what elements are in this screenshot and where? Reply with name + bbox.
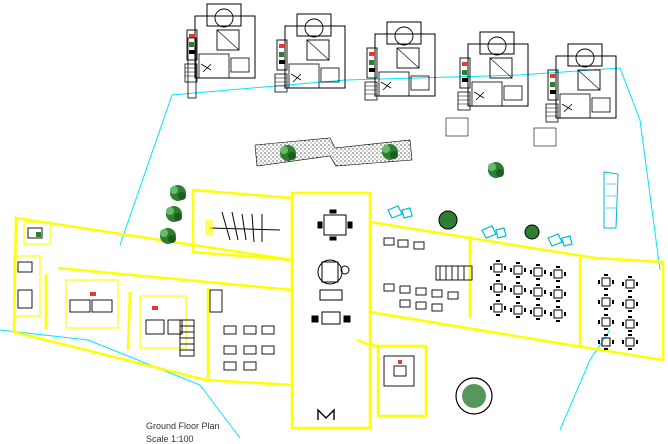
drawing-title: Ground Floor Plan [146, 421, 220, 431]
villa-units [184, 3, 617, 147]
lobby-furniture [311, 209, 353, 420]
site-boundary [0, 67, 661, 439]
cafe-seating-rows [383, 237, 473, 387]
left-wing-furniture [17, 227, 275, 371]
pool-loungers [387, 171, 619, 247]
drawing-scale: Scale 1:100 [146, 434, 194, 444]
landscaped-paving-strip [254, 137, 413, 167]
vegetation [160, 162, 540, 415]
room-partitions [13, 221, 187, 349]
main-building-walls [12, 188, 665, 430]
left-wing-accents [36, 232, 158, 310]
conference-seating [205, 211, 281, 243]
